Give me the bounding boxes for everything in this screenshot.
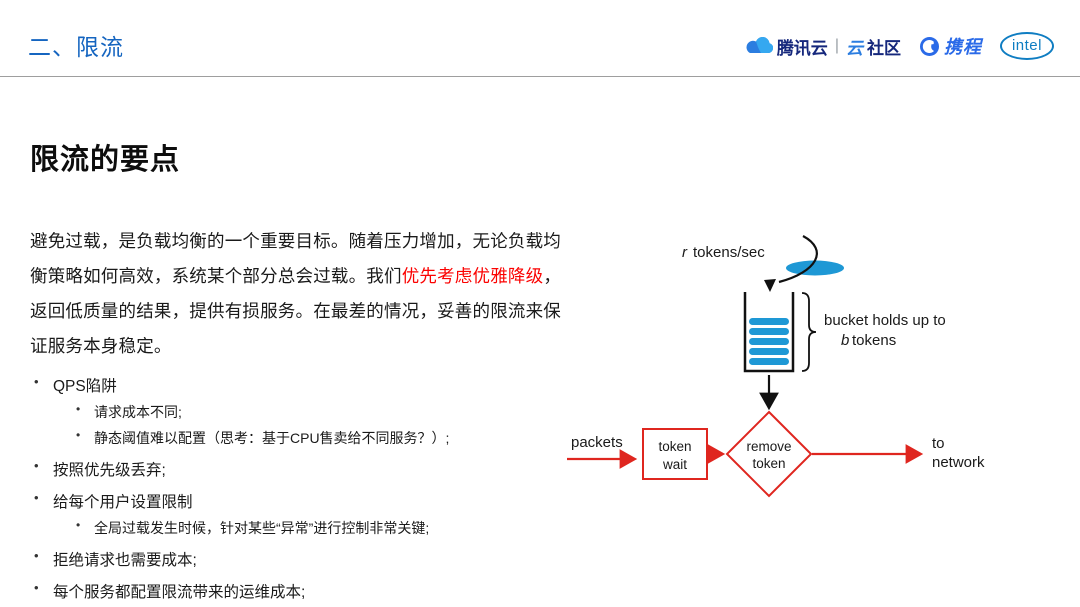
- bullet-subitem: 请求成本不同;: [74, 402, 565, 422]
- diamond-label-line2: token: [752, 456, 785, 471]
- token-bar: [749, 348, 789, 355]
- bucket-note-var: b: [841, 332, 849, 349]
- bucket-tokens: [749, 318, 789, 365]
- brace: [801, 292, 817, 372]
- highlight-text: 优先考虑优雅降级: [401, 266, 544, 286]
- bullet-subitem: 全局过载发生时候，针对某些“异常”进行控制非常关键;: [74, 518, 565, 538]
- wait-box-label-line1: token: [658, 439, 691, 454]
- section-title: 二、限流: [28, 34, 124, 60]
- community-yun-label: 云: [845, 38, 863, 58]
- tencent-cloud-community-logo: 腾讯云 | 云 社区: [745, 34, 901, 59]
- bullet-item: 给每个用户设置限制: [30, 490, 565, 512]
- remove-token-diamond: [725, 410, 813, 498]
- bullet-item: QPS陷阱: [30, 374, 565, 396]
- bucket-note-rest: tokens: [852, 332, 896, 349]
- token-wait-box: [642, 428, 708, 480]
- bullet-list: QPS陷阱 请求成本不同; 静态阈值难以配置（思考：基于CPU售卖给不同服务？）…: [30, 374, 565, 602]
- paragraph-text-2: ，返回低质量的结果，提供有损服务。在最差的情况，妥善的限流来保证服务本身稳定。: [30, 266, 562, 356]
- wait-box-label-line2: wait: [662, 457, 687, 472]
- ctrip-icon: [919, 36, 939, 56]
- token-bar: [749, 318, 789, 325]
- logo-separator: |: [834, 37, 839, 54]
- bullet-item: 按照优先级丢弃;: [30, 458, 565, 480]
- token-inflow-arrow: [778, 235, 818, 284]
- network-label-line2: network: [932, 454, 985, 471]
- bullet-item: 拒绝请求也需要成本;: [30, 548, 565, 570]
- intel-logo: intel: [999, 32, 1054, 60]
- token-inflow-arrowhead: [764, 279, 776, 292]
- intel-label: intel: [999, 32, 1054, 60]
- network-label-line1: to: [932, 435, 945, 452]
- logo-row: 腾讯云 | 云 社区 携程 intel: [745, 32, 1054, 60]
- paragraph-text-1: 避免过载，是负载均衡的一个重要目标。随着压力增加，无论负载均衡策略如何高效，系统…: [30, 231, 561, 286]
- token-bar: [749, 358, 789, 365]
- ctrip-logo: 携程: [919, 33, 982, 59]
- body-text: 避免过载，是负载均衡的一个重要目标。随着压力增加，无论负载均衡策略如何高效，系统…: [30, 224, 565, 602]
- diamond-label-line1: remove: [746, 439, 791, 454]
- token-bar: [749, 338, 789, 345]
- token-bar: [749, 328, 789, 335]
- bucket-note-line1: bucket holds up to: [824, 312, 946, 329]
- token-bucket-diagram: r tokens/sec bucket holds up to b tokens…: [567, 235, 985, 498]
- ctrip-label: 携程: [943, 37, 982, 57]
- page-title: 限流的要点: [30, 144, 181, 176]
- bullet-subitem: 静态阈值难以配置（思考：基于CPU售卖给不同服务？）;: [74, 428, 565, 448]
- tencent-cloud-label: 腾讯云: [776, 38, 828, 58]
- rate-label: tokens/sec: [693, 244, 765, 261]
- packets-label: packets: [571, 434, 623, 451]
- bullet-item: 每个服务都配置限流带来的运维成本;: [30, 580, 565, 602]
- bucket: [743, 292, 795, 373]
- intro-paragraph: 避免过载，是负载均衡的一个重要目标。随着压力增加，无论负载均衡策略如何高效，系统…: [30, 224, 565, 364]
- slide-header: 二、限流 腾讯云 | 云 社区 携程 in: [0, 0, 1080, 77]
- community-label: 社区: [866, 38, 901, 58]
- token-ellipse: [786, 260, 844, 276]
- tencent-cloud-icon: [746, 36, 773, 54]
- rate-label-var: r: [682, 244, 688, 261]
